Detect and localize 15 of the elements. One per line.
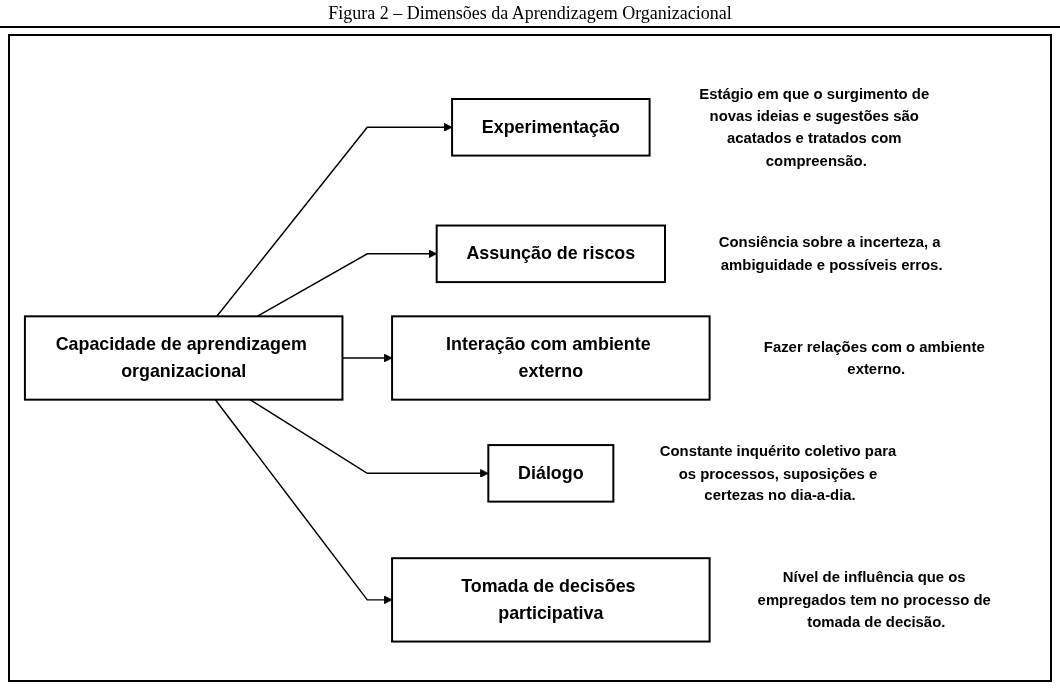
node-label: Nível de influência que os empregados tem no processo de tomada de decisão. <box>757 568 991 630</box>
node-box: Capacidade de aprendizagem organizacional <box>23 315 344 401</box>
node-box: Tomada de decisões participativa <box>391 557 711 643</box>
figure-title: Figura 2 – Dimensões da Aprendizagem Organizacional <box>0 0 1060 28</box>
node-label: Constante inquérito coletivo para os processos, suposições e certezas no dia-a-dia. <box>659 441 897 504</box>
node-box: Interação com ambiente externo <box>391 315 711 401</box>
node-box: Experimentação <box>451 98 651 157</box>
arrow <box>216 122 453 318</box>
arrow <box>249 398 489 478</box>
node-label: Fazer relações com o ambiente externo. <box>763 337 985 377</box>
node-label: Consiência sobre a incerteza, a ambiguidade e possíveis erros. <box>718 233 943 273</box>
node-label: Estágio em que o surgimento de novas ideias e sugestões são acatados e tratados com compreensão. <box>699 84 930 169</box>
node-box: Diálogo <box>487 444 615 503</box>
arrow <box>214 398 393 605</box>
node-box: Assunção de riscos <box>435 224 666 284</box>
